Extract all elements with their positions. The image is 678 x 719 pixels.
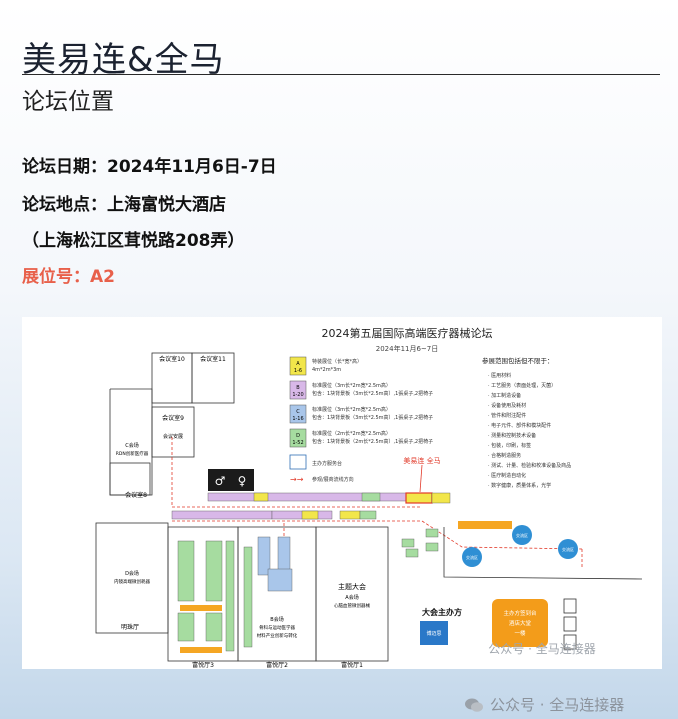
page-subtitle: 论坛位置 bbox=[22, 89, 114, 115]
red-arrow-icon: →→ bbox=[290, 475, 304, 484]
b-hall-sub1: 骨科与运动医学器 bbox=[259, 624, 295, 631]
legend-c-text2: 包含：1块背景板（3m长*2.5m高）,1張桌子,2把椅子 bbox=[312, 414, 433, 421]
outer-watermark: 公众号 · 全马连接器 bbox=[464, 694, 624, 715]
scope-item: · 医疗制造自动化 bbox=[488, 472, 526, 479]
lobby-area bbox=[401, 521, 643, 580]
lounge-label: 交流区 bbox=[516, 532, 528, 538]
scope-item: · 测试、计量、检验和校准设备及商品 bbox=[488, 462, 571, 469]
legend-c-swatch bbox=[289, 404, 307, 424]
lounge-label: 交流区 bbox=[562, 546, 574, 552]
d-hall-sub: 内镜高端微创耗器 bbox=[114, 578, 150, 585]
fuyue-hall-1: 富悦厅1 bbox=[341, 661, 363, 669]
toilet-icon bbox=[208, 469, 254, 491]
svg-text:♂: ♂ bbox=[215, 474, 226, 488]
meeting-room-8: 会议室8 bbox=[125, 491, 147, 499]
organizer-label: 大会主办方 bbox=[422, 607, 462, 617]
legend-b-text2: 包含：1块背景板（3m长*2.5m高）,1張桌子,2把椅子 bbox=[312, 390, 433, 397]
legend-b-text1: 标准展位（3m长*2m宽*2.5m高） bbox=[312, 382, 391, 389]
chat-icon bbox=[464, 697, 484, 713]
svg-text:D: D bbox=[296, 433, 300, 439]
bottom-halls bbox=[95, 522, 389, 662]
organizer-desk-box bbox=[492, 599, 548, 647]
booth-grid-hall2 bbox=[243, 536, 293, 648]
meeting-room-9-sub: 会议安展 bbox=[163, 433, 183, 440]
c-hall-sub: RDN创新医疗器 bbox=[116, 450, 149, 457]
main-forum-a: A会场 bbox=[345, 594, 358, 601]
outer-watermark-text: 公众号 · 全马连接器 bbox=[490, 696, 625, 714]
scope-item: · 电子元件、部件和模块配件 bbox=[488, 422, 551, 429]
inner-watermark: 公众号 · 全马连接器 bbox=[488, 641, 595, 656]
legend-flow: 参观/展商流线方向 bbox=[312, 476, 354, 483]
organizer-logo: 博迈思 bbox=[426, 630, 441, 637]
lounge-label: 交流区 bbox=[466, 554, 478, 560]
svg-text:B: B bbox=[296, 385, 300, 391]
scope-item: · 合格制造服务 bbox=[488, 452, 521, 459]
booth-marker-pointer bbox=[419, 464, 423, 493]
b-hall-sub2: 材料产业创新与转化 bbox=[257, 632, 298, 639]
scope-item: · 医用材料 bbox=[488, 372, 511, 379]
scope-item: · 数字健康，质量体系，光学 bbox=[488, 482, 551, 489]
legend-a-swatch bbox=[289, 356, 307, 376]
forum-date: 论坛日期：2024年11月6日-7日 bbox=[22, 157, 277, 177]
scope-item: · 加工制造设备 bbox=[488, 392, 521, 399]
legend-b-swatch bbox=[289, 380, 307, 400]
main-forum: 主题大会 bbox=[338, 582, 366, 591]
scope-item: · 设备使用及耗材 bbox=[488, 402, 526, 409]
scope-item: · 测量和控制技术设备 bbox=[488, 432, 536, 439]
fuyue-hall-2: 富悦厅2 bbox=[266, 661, 288, 669]
title-divider bbox=[22, 74, 660, 75]
meeting-rooms bbox=[109, 352, 235, 496]
scope-item: · 包装，印刷，标签 bbox=[488, 442, 531, 449]
page-title: 美易连&全马 bbox=[22, 40, 225, 80]
svg-text:1-16: 1-16 bbox=[292, 416, 303, 422]
legend-c-text1: 标准展位（3m长*2m宽*2.5m高） bbox=[312, 406, 391, 413]
svg-text:♀: ♀ bbox=[238, 474, 247, 488]
legend-service-desk: 主办方服务台 bbox=[312, 460, 342, 467]
svg-text:1-6: 1-6 bbox=[294, 368, 302, 374]
svg-text:C: C bbox=[296, 409, 300, 415]
legend-a-text2: 4m*2m*3m bbox=[312, 367, 341, 373]
organizer-desk-3: 一楼 bbox=[514, 629, 526, 637]
map-title: 2024第五届国际高端医疗器械论坛 bbox=[322, 326, 493, 340]
legend-d-text1: 标准展位（2m长*2m宽*2.5m高） bbox=[312, 430, 391, 437]
scope-title: 参展范围包括但不限于： bbox=[482, 356, 554, 365]
organizer-desk-2: 酒店大堂 bbox=[509, 619, 532, 627]
map-date: 2024年11月6~7日 bbox=[376, 344, 439, 353]
legend-a-text1: 特装展位（长*宽*高） bbox=[312, 358, 362, 365]
scope-list: 参展范围包括但不限于： · 医用材料 · 工艺服务（表面处理，灭菌） · 加工制… bbox=[482, 356, 571, 489]
service-desk-icon bbox=[289, 454, 307, 470]
meeting-room-9: 会议室9 bbox=[162, 414, 184, 422]
organizer-logo-box bbox=[420, 621, 448, 645]
forum-venue: 论坛地点：上海富悦大酒店 bbox=[22, 195, 226, 215]
booth-number: 展位号：A2 bbox=[22, 267, 115, 287]
meeting-room-11: 会议室11 bbox=[200, 355, 226, 363]
organizer-desk-1: 主办方签到台 bbox=[503, 609, 537, 617]
fuyue-hall-3: 富悦厅3 bbox=[192, 661, 214, 669]
booth-row-top bbox=[171, 492, 451, 520]
booth-grid-hall3 bbox=[177, 540, 235, 653]
svg-text:1-52: 1-52 bbox=[292, 440, 303, 446]
forum-address: （上海松江区茸悦路208弄） bbox=[22, 231, 245, 251]
meeting-room-10: 会议室10 bbox=[159, 355, 185, 363]
legend-d-text2: 包含：1块背景板（2m长*2.5m高）,1張桌子,2把椅子 bbox=[312, 438, 433, 445]
svg-text:A: A bbox=[296, 361, 300, 367]
scope-item: · 管件和附注配件 bbox=[488, 412, 526, 419]
floor-plan-map: 2024第五届国际高端医疗器械论坛 2024年11月6~7日 A 1-6 特装展… bbox=[22, 317, 662, 669]
scope-item: · 工艺服务（表面处理，灭菌） bbox=[488, 382, 556, 389]
main-forum-sub: 心脑血管微创器械 bbox=[334, 602, 370, 609]
legend: A 1-6 特装展位（长*宽*高） 4m*2m*3m B 1-20 标准展位（3… bbox=[289, 356, 433, 484]
pearl-hall: 明珠厅 bbox=[121, 623, 139, 631]
booth-marker-label: 美易连 全马 bbox=[403, 456, 440, 465]
svg-text:1-20: 1-20 bbox=[292, 392, 303, 398]
entry-door-icons bbox=[563, 598, 577, 650]
b-hall: B会场 bbox=[270, 616, 283, 623]
c-hall: C会场 bbox=[125, 442, 139, 449]
legend-d-swatch bbox=[289, 428, 307, 448]
d-hall: D会场 bbox=[125, 570, 139, 577]
